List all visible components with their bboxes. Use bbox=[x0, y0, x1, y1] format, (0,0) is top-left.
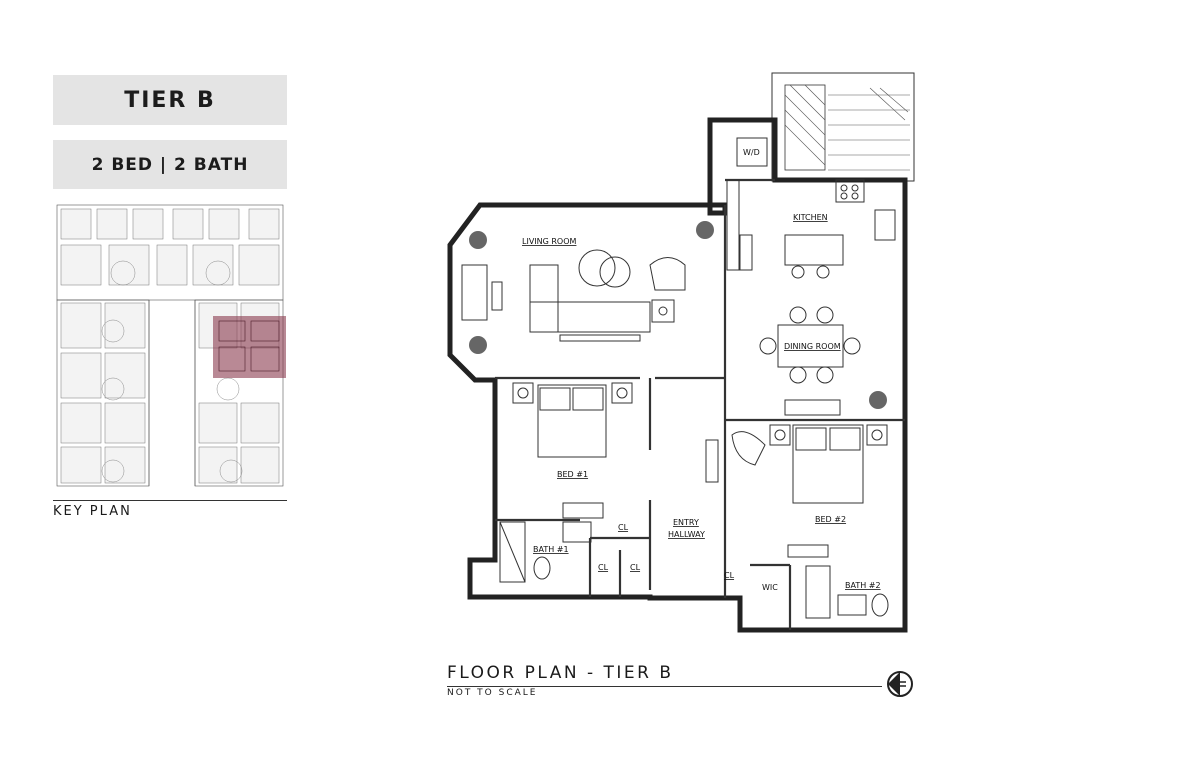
label-dining-room: DINING ROOM bbox=[784, 342, 841, 351]
label-bed-1: BED #1 bbox=[557, 470, 588, 479]
label-kitchen: KITCHEN bbox=[793, 213, 828, 222]
key-plan-label: KEY PLAN bbox=[53, 504, 132, 519]
unit-summary: 2 BED | 2 BATH bbox=[53, 140, 287, 189]
label-bed-2: BED #2 bbox=[815, 515, 846, 524]
floor-plan-subtitle: NOT TO SCALE bbox=[447, 688, 538, 698]
label-wd: W/D bbox=[743, 148, 760, 157]
label-closet-1: CL bbox=[618, 523, 629, 532]
tier-title: TIER B bbox=[53, 75, 287, 125]
key-plan-rule bbox=[53, 500, 287, 501]
floor-plan-drawing: LIVING ROOM KITCHEN DINING ROOM BED #1 B… bbox=[447, 72, 915, 633]
label-closet-4: CL bbox=[724, 571, 735, 580]
floor-plan-title: FLOOR PLAN - TIER B bbox=[447, 663, 674, 683]
floor-plan-title-rule bbox=[447, 686, 882, 687]
label-hallway: HALLWAY bbox=[668, 530, 705, 539]
label-bath-1: BATH #1 bbox=[533, 545, 569, 554]
label-closet-3: CL bbox=[630, 563, 641, 572]
label-living-room: LIVING ROOM bbox=[522, 237, 577, 246]
label-wic: WIC bbox=[762, 583, 778, 592]
label-entry: ENTRY bbox=[673, 518, 699, 527]
label-bath-2: BATH #2 bbox=[845, 581, 881, 590]
north-arrow-icon bbox=[887, 671, 913, 697]
staircase bbox=[771, 72, 915, 182]
key-plan-diagram bbox=[53, 203, 287, 488]
label-closet-2: CL bbox=[598, 563, 609, 572]
